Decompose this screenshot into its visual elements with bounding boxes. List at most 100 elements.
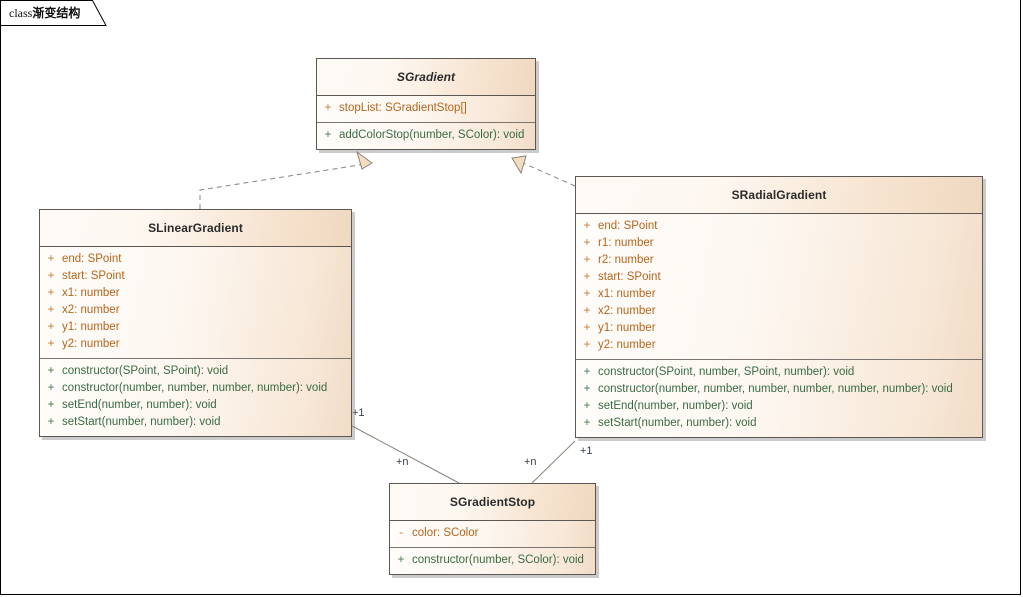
visibility-marker: +	[47, 304, 55, 316]
attribute-row[interactable]: + end: SPoint	[40, 251, 351, 268]
attribute-row[interactable]: + x2: number	[576, 303, 982, 320]
attribute-row[interactable]: + y2: number	[576, 337, 982, 354]
visibility-marker: +	[583, 417, 591, 429]
attribute-signature: x1: number	[598, 288, 656, 300]
attribute-signature: r2: number	[598, 254, 654, 266]
attribute-row[interactable]: + x1: number	[576, 286, 982, 303]
title-tab-shape	[0, 0, 107, 26]
attribute-signature: end: SPoint	[598, 220, 658, 232]
class-name-sradialgradient: SRadialGradient	[576, 177, 982, 214]
attribute-signature: stopList: SGradientStop[]	[339, 102, 467, 114]
attribute-signature: y1: number	[62, 321, 120, 333]
multiplicity-radial-source: +1	[580, 445, 593, 457]
visibility-marker: +	[324, 129, 332, 141]
class-box-sradialgradient[interactable]: SRadialGradient + end: SPoint + r1: numb…	[575, 176, 983, 438]
operation-row[interactable]: + addColorStop(number, SColor): void	[317, 127, 535, 144]
visibility-marker: -	[399, 527, 403, 539]
operation-signature: setEnd(number, number): void	[598, 400, 753, 412]
attribute-row[interactable]: + start: SPoint	[576, 269, 982, 286]
attribute-signature: start: SPoint	[62, 270, 125, 282]
diagram-title-prefix: class	[9, 6, 33, 20]
class-box-sgradient[interactable]: SGradient + stopList: SGradientStop[] + …	[316, 58, 536, 150]
operations-compartment-sgradientstop: + constructor(number, SColor): void	[390, 548, 595, 574]
attribute-row[interactable]: + start: SPoint	[40, 268, 351, 285]
attribute-signature: y2: number	[598, 339, 656, 351]
association-linear-to-stop	[351, 425, 460, 484]
attribute-row[interactable]: + r2: number	[576, 252, 982, 269]
operation-signature: setStart(number, number): void	[62, 416, 221, 428]
diagram-title-text: class渐变结构	[9, 4, 80, 22]
visibility-marker: +	[583, 237, 591, 249]
attribute-signature: r1: number	[598, 237, 654, 249]
attribute-signature: x2: number	[598, 305, 656, 317]
attribute-row[interactable]: + x1: number	[40, 285, 351, 302]
visibility-marker: +	[47, 338, 55, 350]
diagram-title-tab[interactable]: class渐变结构	[0, 0, 107, 26]
multiplicity-radial-target: +n	[524, 456, 537, 468]
visibility-marker: +	[583, 220, 591, 232]
operation-row[interactable]: + constructor(SPoint, SPoint): void	[40, 363, 351, 380]
operation-row[interactable]: + constructor(number, number, number, nu…	[576, 381, 982, 398]
attribute-row[interactable]: + y1: number	[576, 320, 982, 337]
operation-row[interactable]: + setStart(number, number): void	[40, 414, 351, 431]
attribute-row[interactable]: - color: SColor	[390, 525, 595, 542]
attribute-signature: color: SColor	[412, 527, 479, 539]
realization-radial-to-gradient	[511, 155, 576, 187]
attributes-compartment-slineargradient: + end: SPoint + start: SPoint + x1: numb…	[40, 247, 351, 359]
visibility-marker: +	[583, 288, 591, 300]
attribute-row[interactable]: + y1: number	[40, 319, 351, 336]
attribute-row[interactable]: + y2: number	[40, 336, 351, 353]
attribute-signature: y2: number	[62, 338, 120, 350]
operation-row[interactable]: + constructor(number, number, number, nu…	[40, 380, 351, 397]
visibility-marker: +	[47, 382, 55, 394]
visibility-marker: +	[47, 321, 55, 333]
operation-row[interactable]: + constructor(SPoint, number, SPoint, nu…	[576, 364, 982, 381]
attributes-compartment-sgradient: + stopList: SGradientStop[]	[317, 96, 535, 123]
operation-signature: setStart(number, number): void	[598, 417, 757, 429]
visibility-marker: +	[583, 271, 591, 283]
visibility-marker: +	[47, 416, 55, 428]
operation-row[interactable]: + setStart(number, number): void	[576, 415, 982, 432]
class-name-sgradient: SGradient	[317, 59, 535, 96]
operation-signature: addColorStop(number, SColor): void	[339, 129, 525, 141]
operation-signature: constructor(number, number, number, numb…	[598, 383, 953, 395]
attributes-compartment-sradialgradient: + end: SPoint + r1: number + r2: number …	[576, 214, 982, 360]
class-box-sgradientstop[interactable]: SGradientStop - color: SColor + construc…	[389, 483, 596, 575]
operation-signature: setEnd(number, number): void	[62, 399, 217, 411]
visibility-marker: +	[397, 554, 405, 566]
visibility-marker: +	[583, 383, 591, 395]
diagram-title-name: 渐变结构	[32, 6, 81, 20]
operation-signature: constructor(SPoint, number, SPoint, numb…	[598, 366, 855, 378]
visibility-marker: +	[47, 287, 55, 299]
visibility-marker: +	[47, 270, 55, 282]
association-radial-to-stop	[531, 440, 576, 484]
visibility-marker: +	[47, 399, 55, 411]
class-box-slineargradient[interactable]: SLinearGradient + end: SPoint + start: S…	[39, 209, 352, 437]
attribute-signature: start: SPoint	[598, 271, 661, 283]
visibility-marker: +	[583, 322, 591, 334]
attribute-row[interactable]: + stopList: SGradientStop[]	[317, 100, 535, 117]
operations-compartment-sradialgradient: + constructor(SPoint, number, SPoint, nu…	[576, 360, 982, 437]
visibility-marker: +	[583, 366, 591, 378]
attribute-signature: x2: number	[62, 304, 120, 316]
realization-linear-to-gradient	[199, 150, 373, 209]
multiplicity-linear-target: +n	[396, 456, 409, 468]
operation-signature: constructor(number, number, number, numb…	[62, 382, 328, 394]
class-name-sgradientstop: SGradientStop	[390, 484, 595, 521]
attribute-signature: x1: number	[62, 287, 120, 299]
attribute-row[interactable]: + r1: number	[576, 235, 982, 252]
attribute-row[interactable]: + end: SPoint	[576, 218, 982, 235]
class-name-slineargradient: SLinearGradient	[40, 210, 351, 247]
operation-row[interactable]: + setEnd(number, number): void	[576, 398, 982, 415]
operation-signature: constructor(SPoint, SPoint): void	[62, 365, 229, 377]
visibility-marker: +	[583, 305, 591, 317]
visibility-marker: +	[324, 102, 332, 114]
operation-row[interactable]: + setEnd(number, number): void	[40, 397, 351, 414]
attribute-row[interactable]: + x2: number	[40, 302, 351, 319]
visibility-marker: +	[47, 253, 55, 265]
attributes-compartment-sgradientstop: - color: SColor	[390, 521, 595, 548]
operation-signature: constructor(number, SColor): void	[412, 554, 584, 566]
operation-row[interactable]: + constructor(number, SColor): void	[390, 552, 595, 569]
attribute-signature: end: SPoint	[62, 253, 122, 265]
